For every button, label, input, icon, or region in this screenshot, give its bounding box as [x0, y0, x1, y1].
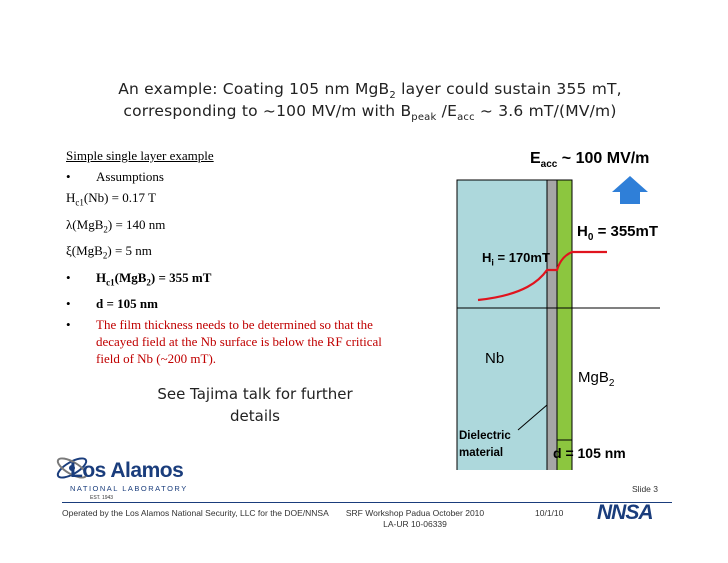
footer-rule: [62, 502, 672, 503]
nb-label: Nb: [485, 350, 505, 367]
lambda-mgb2: λ(MgB2) = 140 nm: [66, 216, 166, 235]
slide-number: Slide 3: [632, 484, 658, 494]
hc1-nb: Hc1(Nb) = 0.17 T: [66, 190, 156, 208]
d-label: d = 105 nm: [553, 445, 626, 461]
logo-main-text: Los Alamos: [70, 459, 184, 482]
date-text: 10/1/10: [535, 508, 564, 518]
operated-by-text: Operated by the Los Alamos National Secu…: [62, 508, 329, 518]
bullet-assumptions: •Assumptions: [66, 169, 164, 184]
xi-mgb2: ξ(MgB2) = 5 nm: [66, 243, 152, 261]
content-block: Simple single layer example •Assumptions…: [66, 145, 446, 367]
bullet-thickness: •d = 105 nm: [66, 296, 158, 312]
dielectric-label: Dielectric material: [459, 430, 511, 459]
eacc-label: Eacc ~ 100 MV/m: [530, 150, 650, 171]
los-alamos-atom-icon: [56, 457, 88, 479]
field-curve: [477, 250, 607, 302]
hi-label: Hi = 170mT: [482, 250, 550, 268]
bullet-note: • The film thickness needs to be determi…: [66, 317, 382, 367]
propagation-arrow-icon: [612, 176, 648, 204]
dielectric-layer: [546, 179, 558, 470]
field-diagram: [456, 176, 660, 470]
workshop-text: SRF Workshop Padua October 2010 LA-UR 10…: [345, 508, 485, 529]
mgb2-label: MgB2: [578, 369, 615, 389]
mgb2-layer: [556, 179, 573, 470]
slide-title-line2: corresponding to ~100 MV/m with Bpeak /E…: [123, 102, 617, 124]
logo-est-text: EST. 1943: [90, 495, 114, 501]
content-heading: Simple single layer example: [66, 148, 214, 163]
logo-sub-text: NATIONAL LABORATORY: [70, 484, 188, 493]
slide-title-line1: An example: Coating 105 nm MgB2 layer co…: [118, 80, 622, 102]
dielectric-pointer: [517, 404, 548, 431]
nnsa-logo: NNSA: [597, 501, 654, 524]
h0-label: H0 = 355mT: [577, 223, 659, 243]
bullet-hc1-mgb2: •Hc1(MgB2) = 355 mT: [66, 269, 212, 288]
nb-layer: [456, 179, 548, 470]
tajima-note: See Tajima talk for further details: [157, 385, 353, 425]
